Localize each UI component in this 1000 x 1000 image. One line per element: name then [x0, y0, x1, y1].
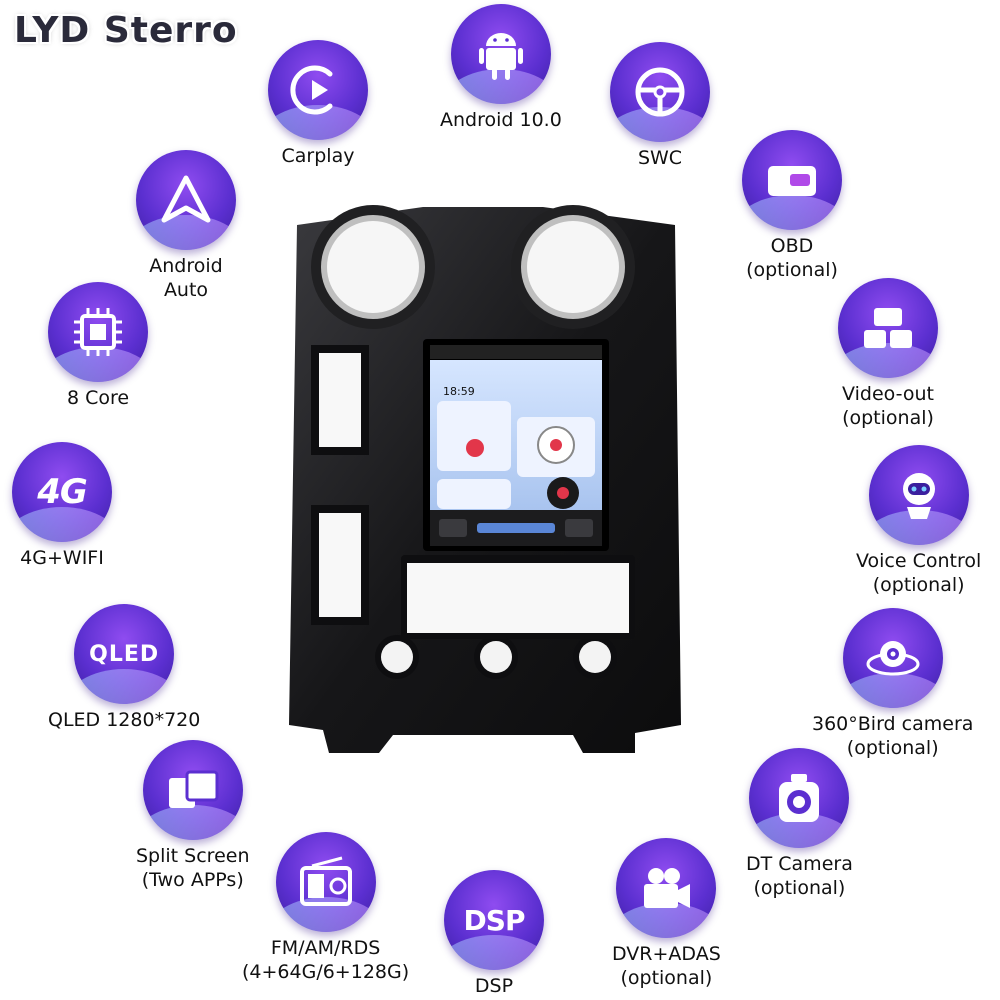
head-unit-illustration: 18:59 [289, 205, 681, 753]
dash-camera-icon [771, 770, 827, 826]
360-camera-icon [865, 630, 921, 686]
feature-label: Carplay [281, 145, 355, 167]
video-out-icon [860, 300, 916, 356]
feature-label: Voice Control (optional) [856, 550, 982, 596]
feature-360-bird-camera: 360°Bird camera (optional) [812, 608, 973, 760]
brand-logo-text: LYD Sterro [14, 10, 238, 51]
feature-carplay: Carplay [268, 40, 368, 168]
feature-obd: OBD (optional) [742, 130, 842, 282]
feature-label: Android Auto [149, 255, 223, 301]
feature-android-auto: Android Auto [136, 150, 236, 302]
qled-icon: QLED [89, 641, 160, 667]
radio-icon [298, 854, 354, 910]
feature-4g-wifi: 4G 4G+WIFI [12, 442, 112, 570]
obd-connector-icon [764, 152, 820, 208]
video-camera-icon [638, 860, 694, 916]
android-robot-icon [473, 26, 529, 82]
feature-label: 8 Core [66, 387, 130, 409]
feature-label: FM/AM/RDS (4+64G/6+128G) [242, 937, 410, 983]
robot-head-icon [891, 467, 947, 523]
dsp-icon: DSP [463, 903, 526, 937]
feature-dt-camera: DT Camera (optional) [746, 748, 853, 900]
feature-dsp: DSP DSP [444, 870, 544, 998]
feature-label: DVR+ADAS (optional) [612, 943, 721, 989]
feature-radio: FM/AM/RDS (4+64G/6+128G) [242, 832, 409, 984]
feature-label: DSP [474, 975, 514, 997]
android-auto-icon [158, 172, 214, 228]
split-screen-icon [165, 762, 221, 818]
feature-label: Split Screen (Two APPs) [136, 845, 250, 891]
feature-8-core: 8 Core [48, 282, 148, 410]
feature-label: QLED 1280*720 [48, 709, 201, 731]
feature-video-out: Video-out (optional) [838, 278, 938, 430]
feature-label: 360°Bird camera (optional) [812, 713, 974, 759]
4g-signal-icon: 4G [37, 472, 88, 512]
feature-label: OBD (optional) [746, 235, 838, 281]
feature-label: Android 10.0 [440, 109, 562, 131]
steering-wheel-icon [632, 64, 688, 120]
cpu-chip-icon [70, 304, 126, 360]
feature-label: 4G+WIFI [20, 547, 104, 569]
feature-voice-control: Voice Control (optional) [856, 445, 981, 597]
feature-dvr-adas: DVR+ADAS (optional) [612, 838, 721, 990]
feature-swc: SWC [610, 42, 710, 170]
feature-label: Video-out (optional) [842, 383, 934, 429]
head-unit-panel: 18:59 [283, 205, 685, 765]
feature-label: SWC [637, 147, 683, 169]
feature-android: Android 10.0 [440, 4, 562, 132]
carplay-icon [290, 62, 346, 118]
feature-split-screen: Split Screen (Two APPs) [136, 740, 250, 892]
feature-qled: QLED QLED 1280*720 [48, 604, 200, 732]
feature-label: DT Camera (optional) [746, 853, 853, 899]
screen-clock: 18:59 [443, 385, 475, 398]
